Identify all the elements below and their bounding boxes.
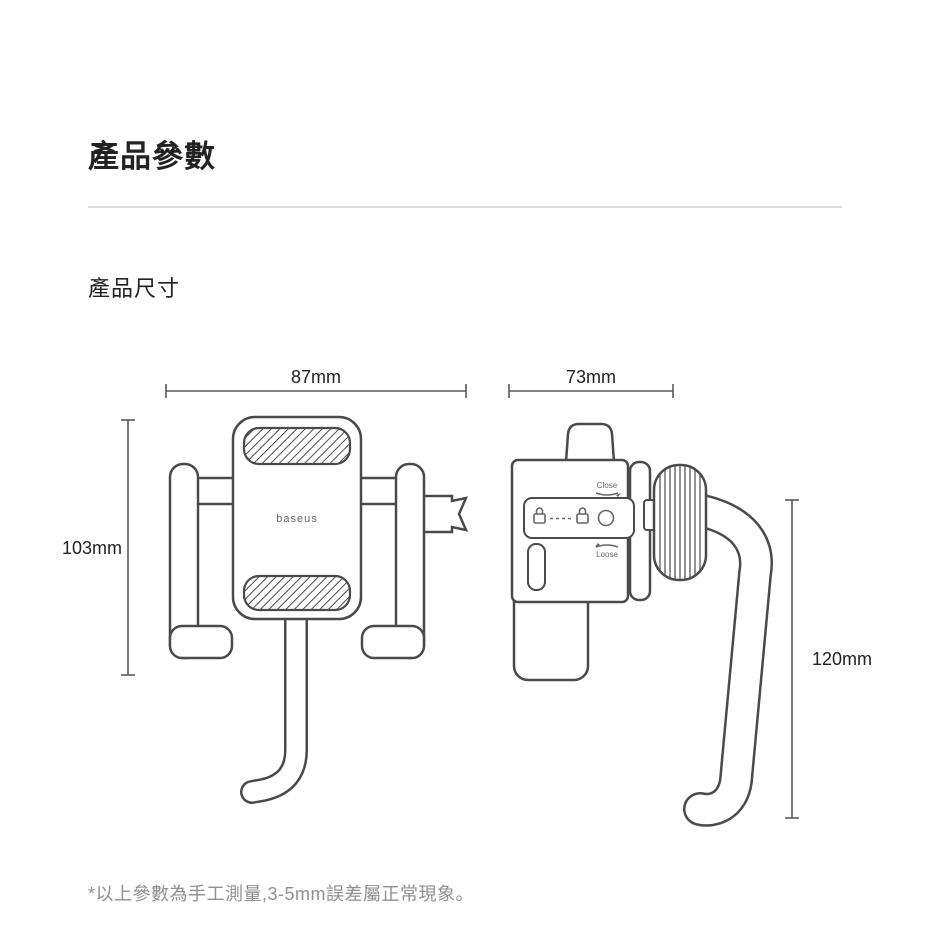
section-title-dimensions: 產品尺寸	[88, 276, 181, 302]
loose-direction-label: Loose	[595, 543, 618, 559]
loose-label: Loose	[596, 550, 618, 559]
measurement-disclaimer: *以上參數為手工測量,3-5mm誤差屬正常現象。	[88, 884, 475, 904]
close-label: Close	[597, 481, 618, 490]
lock-closed-icon	[533, 507, 546, 524]
locking-handle	[681, 493, 773, 827]
adjust-dial-dot	[597, 509, 615, 527]
lock-open-icon	[576, 507, 589, 524]
side-height-label: 120mm	[812, 649, 872, 669]
loose-arrowhead	[595, 543, 600, 547]
body-groove	[527, 543, 546, 591]
lock-adjust-slot	[523, 497, 635, 539]
section-divider	[88, 206, 842, 208]
clamp-pad-bottom	[242, 574, 352, 612]
side-width-label: 73mm	[566, 367, 616, 387]
side-width-dimension: 73mm	[508, 367, 674, 398]
phone-clamp-body	[231, 415, 363, 621]
page-title: 產品參數	[88, 138, 216, 174]
holder-side-view: Close Loose	[510, 422, 773, 827]
right-grip-arm	[356, 462, 469, 660]
front-width-dimension: 87mm	[165, 367, 467, 398]
close-arrowhead	[616, 493, 621, 497]
side-mount-bracket	[418, 494, 469, 534]
mounting-tube	[240, 598, 308, 804]
knob-knurling	[659, 465, 701, 580]
lock-indicators	[533, 507, 615, 527]
front-height-label: 103mm	[62, 538, 122, 558]
top-clamp-tab	[564, 422, 616, 464]
dimension-diagram: 87mm 103mm 73mm 120mm	[62, 367, 872, 827]
close-direction-label: Close	[595, 481, 621, 497]
brand-logo-text: baseus	[276, 513, 317, 525]
clamp-pad-top	[242, 426, 352, 466]
front-height-dimension: 103mm	[62, 419, 135, 676]
front-width-label: 87mm	[291, 367, 341, 387]
left-grip-arm	[168, 462, 238, 660]
adjustment-knob	[652, 463, 708, 582]
side-height-dimension: 120mm	[785, 499, 872, 819]
holder-front-view: baseus	[168, 415, 469, 804]
